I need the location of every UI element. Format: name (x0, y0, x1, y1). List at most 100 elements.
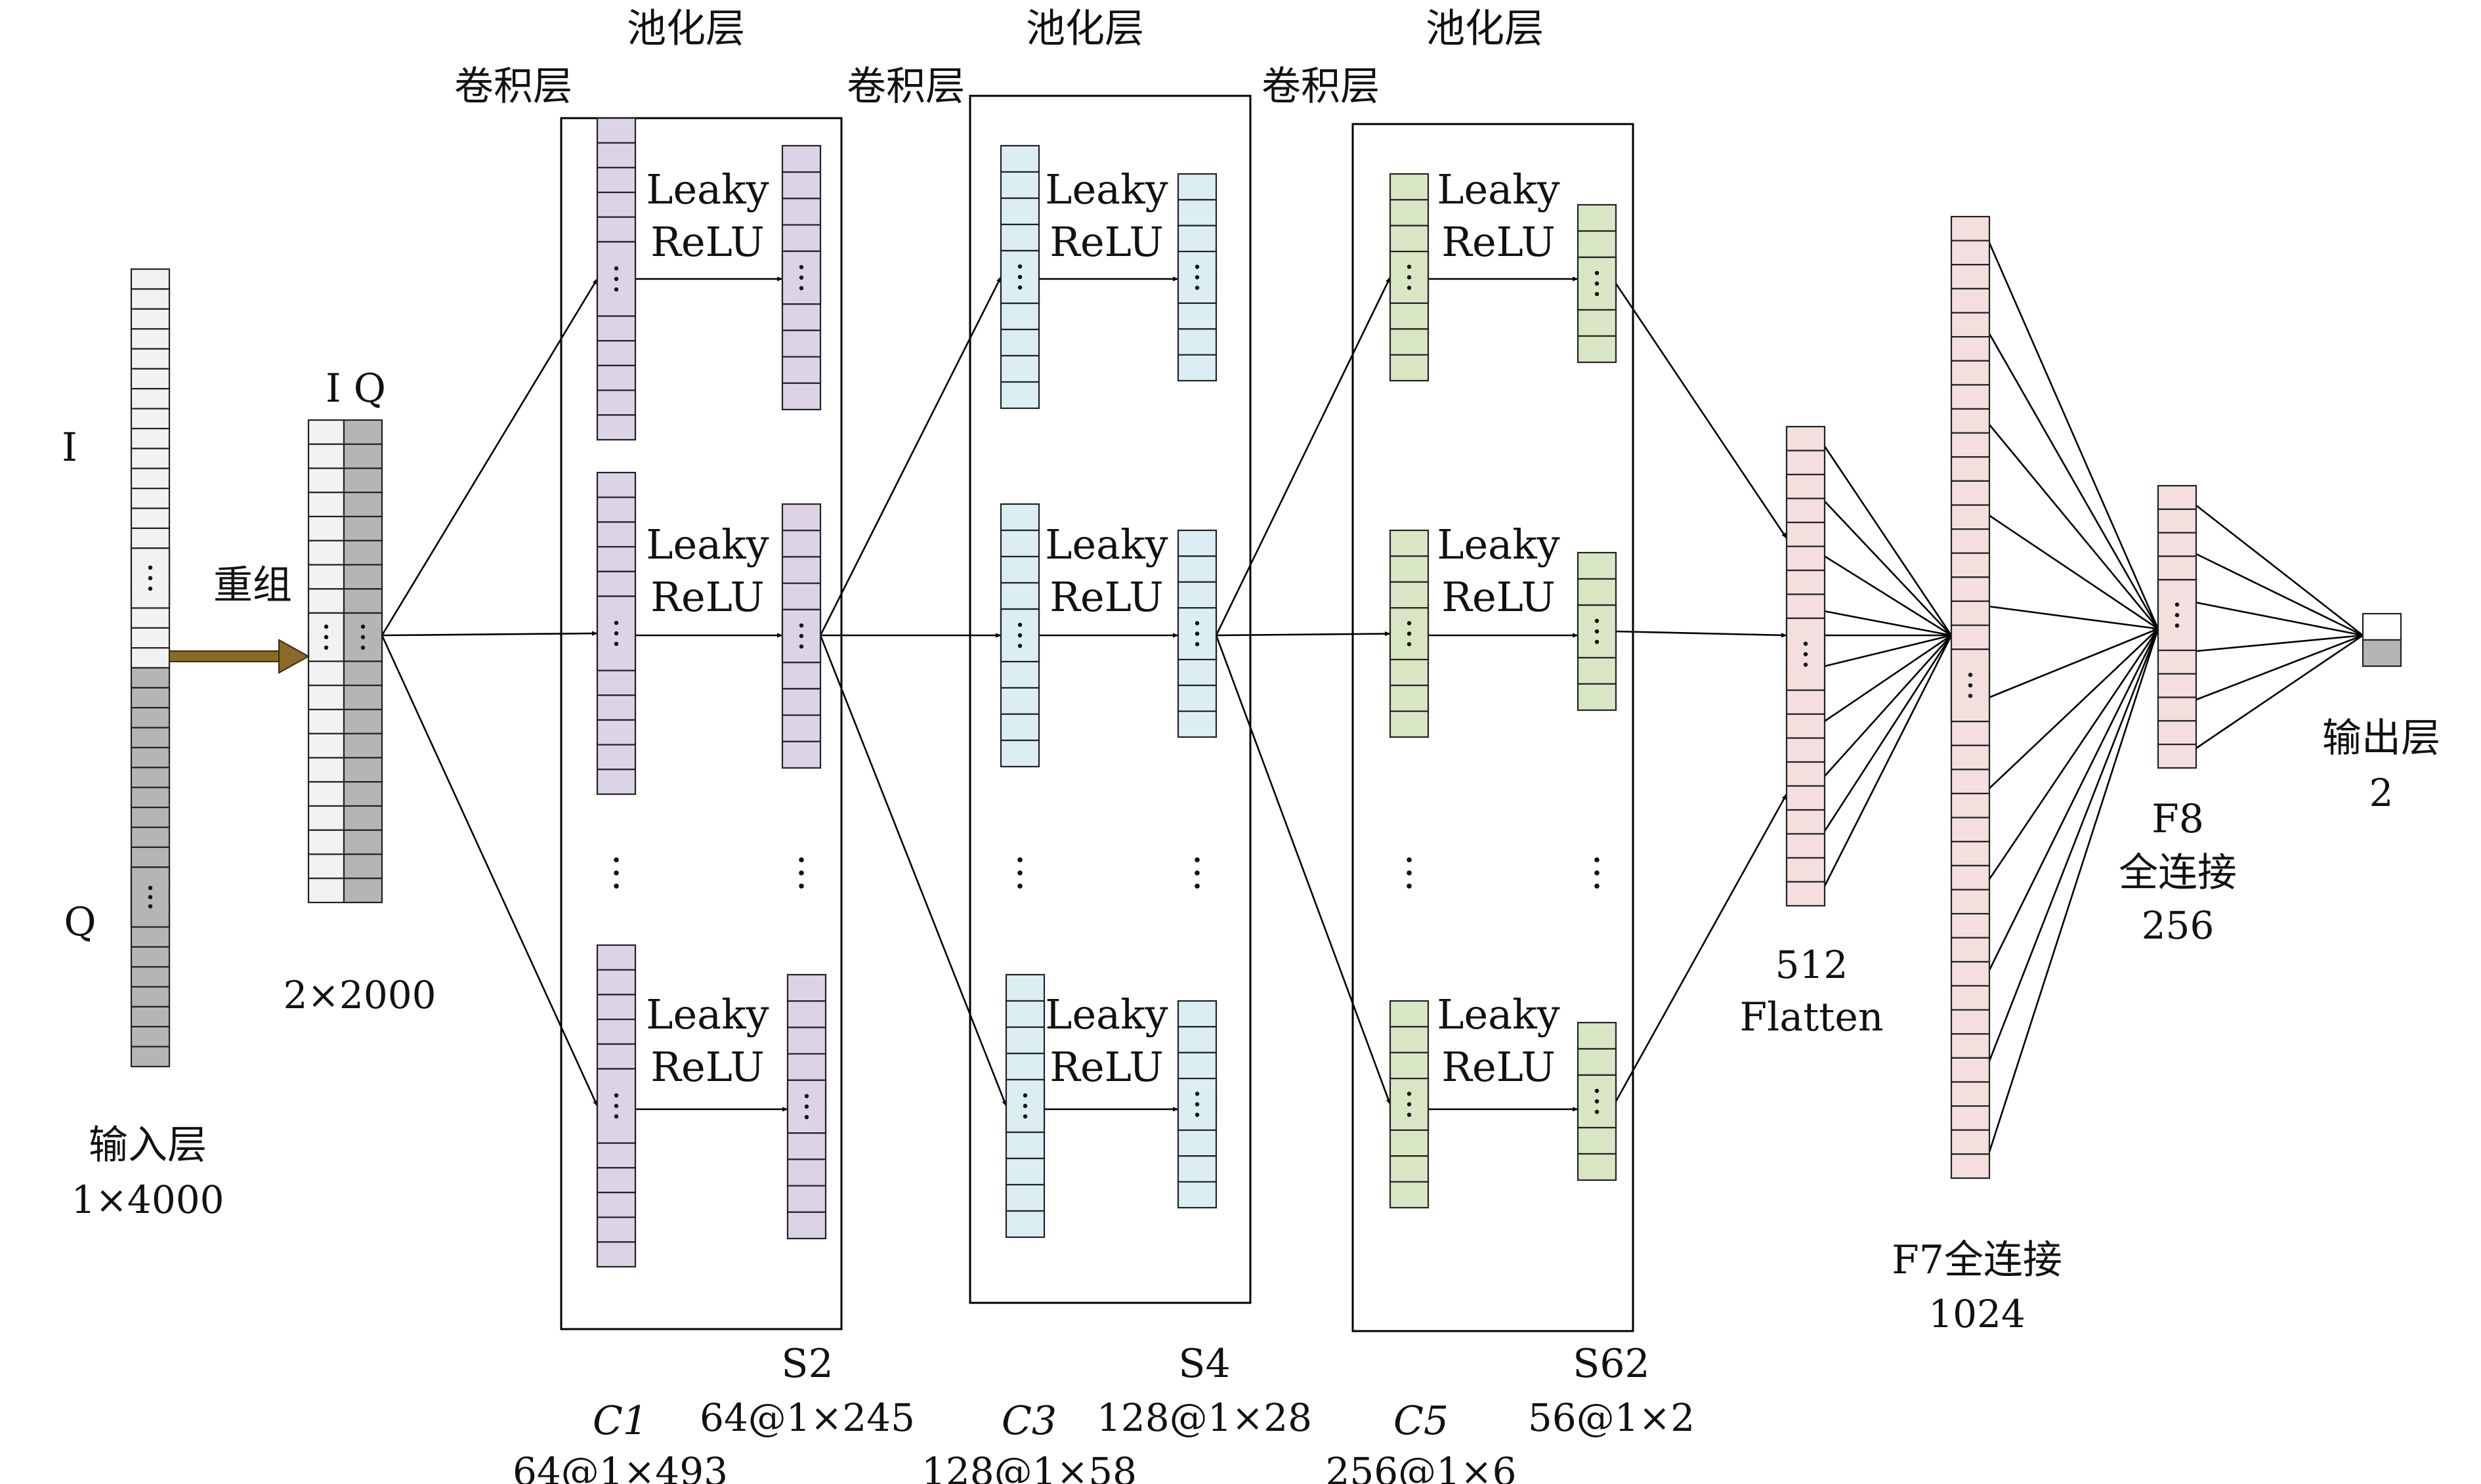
block3-pool-bot-cell (1577, 1126, 1617, 1155)
block1-pool-top-cell (781, 303, 822, 331)
input-column-cell (130, 946, 171, 968)
fc8-column (2157, 484, 2197, 769)
reshape-i-column-cell (307, 878, 345, 904)
input-column-cell (130, 846, 171, 868)
flatten-name: Flatten (1740, 994, 1884, 1040)
input-column-cell (130, 368, 171, 390)
block3-to-flatten-line (1615, 794, 1788, 1102)
block2-pool-bot-cell (1177, 1000, 1218, 1028)
block3-activation-top-line1: Leaky (1437, 165, 1559, 213)
block1-conv-bot-cell (596, 1018, 637, 1045)
block2-pool-mid (1177, 529, 1218, 738)
block1-pool-mid-cell (781, 530, 822, 558)
fc7-column-cell (1950, 312, 1991, 338)
block3-pool-top-gap (1577, 256, 1617, 311)
block2-conv-mid-cell (1000, 713, 1040, 742)
block2-pool-top-cell (1177, 224, 1218, 253)
block1-pool-top (781, 144, 822, 411)
block2-pool-top-dot (1195, 286, 1200, 290)
reshape-q-column-cell (343, 419, 383, 445)
block3-pool-bot-dot (1594, 1109, 1600, 1114)
block1-conv-size: 64@1×493 (513, 1449, 728, 1484)
block2-pool-mid-cell (1177, 685, 1218, 712)
block3-activation-bot-line1: Leaky (1437, 990, 1559, 1038)
block1-pool-mid-dot (799, 633, 804, 639)
fc7-column-cell (1950, 769, 1991, 795)
block1-pool-bot-cell (786, 1185, 827, 1213)
fc7-column (1950, 215, 1991, 1179)
block2-pool-top-dot (1195, 265, 1200, 269)
block3-conv-bot-cell (1389, 1026, 1430, 1053)
input-column-cell (130, 448, 171, 469)
block1-activation-top-line2: ReLU (650, 218, 764, 266)
block2-pool-mid-cell (1177, 555, 1218, 583)
fc7-column-dot (1968, 672, 1973, 677)
block2-conv-bot-cell (1005, 1157, 1046, 1186)
block2-conv-bot-cell (1005, 1052, 1046, 1081)
input-column-cell (130, 1046, 171, 1068)
block1-conv-bot-cell (596, 1216, 637, 1243)
input-column-cell (130, 348, 171, 370)
block1-conv-mid-dot (614, 641, 619, 647)
block2-pool-mid-dot (1195, 621, 1200, 625)
reshape-i-column-cell (307, 419, 345, 445)
fc7-column-dot (1968, 693, 1973, 698)
block2-to-block3-line (1215, 276, 1391, 636)
block2-pool-size: 128@1×28 (1097, 1395, 1312, 1440)
block2-frame (969, 95, 1252, 1304)
flatten-column-cell (1785, 521, 1826, 547)
row-ellipsis (1407, 883, 1412, 889)
block2-pool-top-cell (1177, 354, 1218, 382)
fc8-to-output-line (2195, 634, 2364, 701)
fc7-column-cell (1950, 1009, 1991, 1035)
block1-conv-top-cell (596, 364, 637, 391)
row-ellipsis (614, 883, 619, 889)
input-column-cell (130, 328, 171, 350)
reshape-i-column-cell (307, 515, 345, 541)
block3-conv-top-cell (1389, 199, 1430, 226)
fc8-to-output-line (2195, 601, 2364, 637)
reshape-column-labels: I Q (326, 366, 386, 412)
flatten-to-fc7-line (1824, 634, 1952, 722)
block1-pool-bot-cell (786, 1027, 827, 1055)
input-column-cell (130, 707, 171, 729)
fc7-column-cell (1950, 1033, 1991, 1059)
block2-conv-top (1000, 144, 1040, 410)
block2-pool-bot-dot (1195, 1102, 1200, 1107)
reshape-q-column-cell (343, 829, 383, 855)
block1-pool-mid-cell (781, 503, 822, 532)
fc7-column-cell (1950, 985, 1991, 1011)
input-column-cell (130, 786, 171, 809)
block2-pool-header: 池化层 (1026, 6, 1144, 52)
block2-activation-top-line1: Leaky (1045, 165, 1168, 213)
block2-conv-bot-cell (1005, 973, 1046, 1002)
block1-pool-mid-cell (781, 740, 822, 769)
reshape-i-column-cell (307, 829, 345, 855)
reshape-q-column-dot (360, 635, 366, 639)
block3-pool-bot-dot (1594, 1088, 1600, 1093)
block2-conv-bot-dot (1023, 1103, 1028, 1109)
input-q-label: Q (64, 899, 96, 945)
flatten-size: 512 (1775, 943, 1848, 987)
block2-pool-bot-cell (1177, 1026, 1218, 1053)
reshape-i-column-cell (307, 708, 345, 734)
fc7-column-cell (1950, 552, 1991, 578)
block2-conv-header: 卷积层 (847, 64, 965, 110)
fc7-column-dot (1968, 683, 1973, 688)
block1-conv-bot-dot (614, 1103, 619, 1109)
block1-conv-top-cell (596, 216, 637, 243)
block2-conv-bot-cell (1005, 1131, 1046, 1160)
flatten-to-fc7-line (1824, 635, 1952, 777)
reshape-i-column (307, 419, 345, 904)
block3-conv-bot-cell (1389, 1155, 1430, 1183)
fc8-type: 全连接 (2119, 850, 2237, 896)
block2-conv-mid-dot (1017, 643, 1023, 648)
fc7-column-cell (1950, 456, 1991, 482)
block3-pool-bot-cell (1577, 1153, 1617, 1181)
block1-conv-bot-dot (614, 1093, 619, 1098)
reshape-i-column-cell (307, 732, 345, 759)
input-column-cell (130, 767, 171, 788)
block3-conv-mid-cell (1389, 581, 1430, 609)
fc7-column-cell (1950, 504, 1991, 530)
